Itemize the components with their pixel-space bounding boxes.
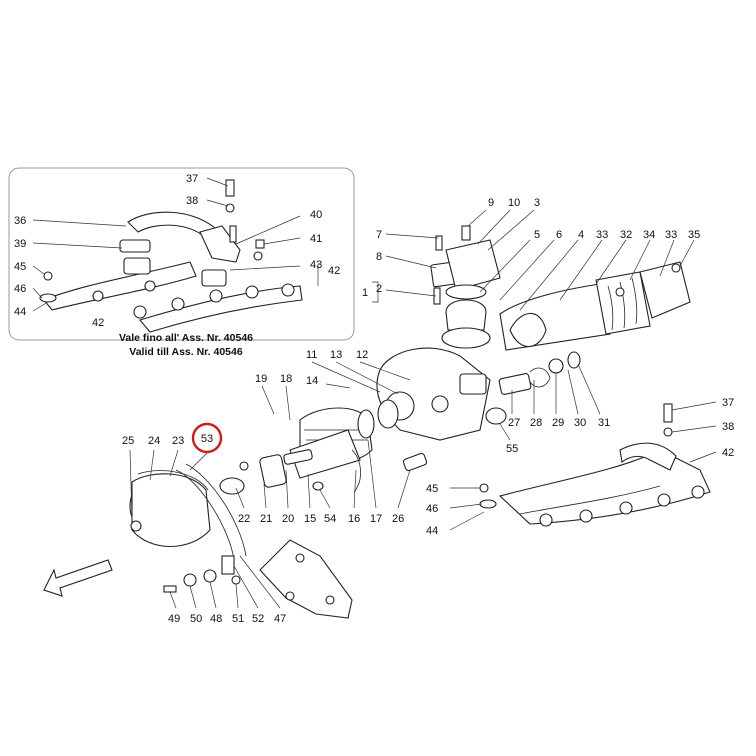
label-25: 25 — [122, 435, 134, 447]
label-5: 5 — [534, 229, 540, 241]
label-10: 10 — [508, 197, 520, 209]
label-40: 40 — [310, 209, 322, 221]
label-49: 49 — [168, 613, 180, 625]
label-8: 8 — [376, 251, 382, 263]
label-9: 9 — [488, 197, 494, 209]
label-18: 18 — [280, 373, 292, 385]
label-38-inset: 38 — [186, 195, 198, 207]
label-39: 39 — [14, 238, 26, 250]
label-11: 11 — [306, 349, 317, 361]
inset-panel: 37 38 36 39 45 46 44 42 40 41 43 42 Vale… — [8, 167, 355, 358]
label-17: 17 — [370, 513, 382, 525]
label-53: 53 — [201, 433, 213, 445]
front-direction-arrow — [43, 559, 113, 597]
label-4: 4 — [578, 229, 584, 241]
label-33: 33 — [596, 229, 608, 241]
label-22: 22 — [238, 513, 250, 525]
label-20: 20 — [282, 513, 294, 525]
label-46: 46 — [426, 503, 438, 515]
label-52: 52 — [252, 613, 264, 625]
thermostat-assembly: 9 10 3 7 5 6 4 33 32 34 33 35 8 2 1 — [362, 197, 700, 351]
label-54: 54 — [324, 513, 336, 525]
label-23: 23 — [172, 435, 184, 447]
water-pump-assembly: 11 13 12 14 19 18 25 24 23 22 21 20 15 5… — [122, 347, 491, 625]
label-42: 42 — [722, 447, 734, 459]
label-50: 50 — [190, 613, 202, 625]
inset-note-english: Valid till Ass. Nr. 40546 — [129, 346, 243, 358]
label-44: 44 — [426, 525, 438, 537]
label-36: 36 — [14, 215, 26, 227]
label-19: 19 — [255, 373, 267, 385]
label-34: 34 — [643, 229, 655, 241]
label-43: 43 — [310, 259, 322, 271]
highlighted-part-53[interactable]: 53 — [191, 422, 223, 454]
label-32: 32 — [620, 229, 632, 241]
label-37-inset: 37 — [186, 173, 198, 185]
exhaust-manifold: 37 38 42 45 46 44 — [426, 397, 734, 537]
label-37: 37 — [722, 397, 734, 409]
label-6: 6 — [556, 229, 562, 241]
label-3: 3 — [534, 197, 540, 209]
label-41: 41 — [310, 233, 322, 245]
hose-fittings: 27 28 29 30 31 55 26 — [392, 351, 610, 525]
label-38: 38 — [722, 421, 734, 433]
label-33-right: 33 — [665, 229, 677, 241]
label-15: 15 — [304, 513, 316, 525]
label-29: 29 — [552, 417, 564, 429]
label-26: 26 — [392, 513, 404, 525]
label-1: 1 — [362, 287, 368, 299]
label-45: 45 — [426, 483, 438, 495]
label-12: 12 — [356, 349, 368, 361]
label-46-inset: 46 — [14, 283, 26, 295]
label-31: 31 — [598, 417, 610, 429]
label-30: 30 — [574, 417, 586, 429]
label-7: 7 — [376, 229, 382, 241]
label-13: 13 — [330, 349, 342, 361]
label-42-inset: 42 — [92, 317, 104, 329]
label-27: 27 — [508, 417, 520, 429]
label-14: 14 — [306, 375, 318, 387]
label-48: 48 — [210, 613, 222, 625]
label-24: 24 — [148, 435, 160, 447]
label-35: 35 — [688, 229, 700, 241]
label-21: 21 — [260, 513, 272, 525]
label-44-inset: 44 — [14, 306, 26, 318]
label-2: 2 — [376, 283, 382, 295]
label-55: 55 — [506, 443, 518, 455]
label-16: 16 — [348, 513, 360, 525]
label-51: 51 — [232, 613, 244, 625]
label-28: 28 — [530, 417, 542, 429]
label-42-inset-right: 42 — [328, 265, 340, 277]
label-47: 47 — [274, 613, 286, 625]
label-45-inset: 45 — [14, 261, 26, 273]
inset-note-italian: Vale fino all' Ass. Nr. 40546 — [119, 332, 253, 344]
highlight-ring — [191, 422, 223, 454]
